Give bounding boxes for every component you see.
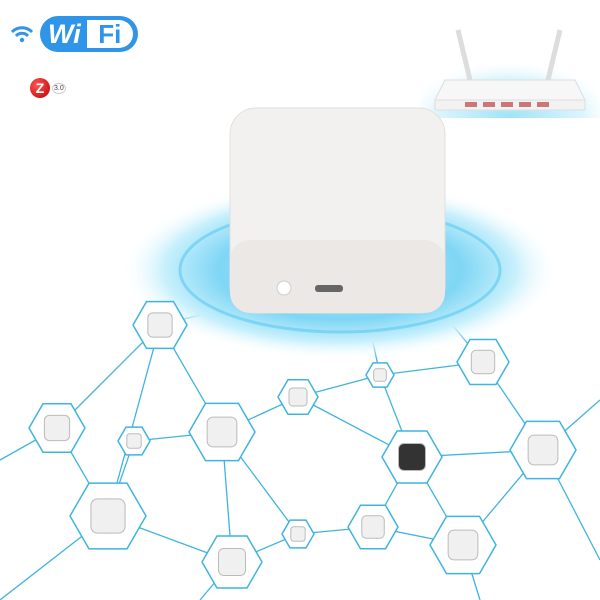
wifi-logo: Wi Fi: [10, 16, 138, 52]
device-hexagons: [28, 300, 577, 589]
wifi-logo-wi: Wi: [48, 18, 81, 49]
temperature-sensor-icon: [347, 504, 399, 550]
curtain-rail-icon: [69, 482, 147, 550]
zigbee-logo: Z 3.0: [30, 78, 66, 98]
smart-plug-icon: [456, 338, 510, 386]
wifi-badge: Wi Fi: [40, 16, 138, 52]
wall-switch-icon: [509, 420, 577, 480]
wifi-signal-icon: [10, 26, 34, 43]
hub-device: [229, 107, 446, 314]
smart-bulb-icon: [28, 403, 86, 453]
curtain-motor-icon: [132, 300, 188, 350]
downlight-icon: [188, 402, 256, 462]
switch-module-icon: [117, 426, 151, 456]
window-sensor-icon: [201, 535, 263, 589]
zigbee-ball: Z: [30, 78, 50, 98]
zigbee-version: 3.0: [52, 82, 66, 94]
wifi-logo-fi: Fi: [86, 19, 133, 49]
door-sensor-icon: [429, 515, 497, 575]
remote-icon: [281, 519, 315, 549]
relay-module-icon: [365, 362, 395, 388]
router-icon: [420, 20, 600, 118]
thermostat-valve-icon: [381, 430, 443, 484]
gu10-bulb-icon: [277, 378, 319, 416]
